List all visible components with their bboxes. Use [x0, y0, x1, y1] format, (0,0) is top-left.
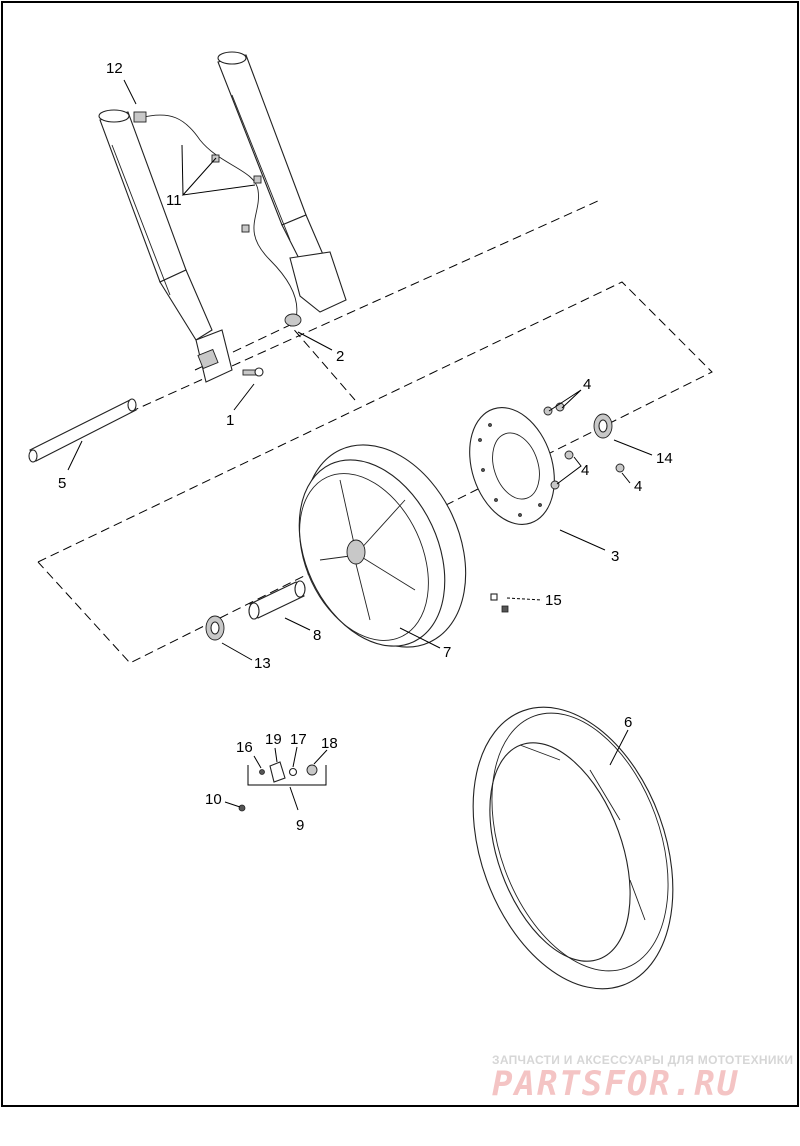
- leader-4b: [556, 456, 582, 485]
- leader-10: [224, 801, 241, 808]
- callout-19: 19: [265, 731, 282, 748]
- callout-15: 15: [545, 592, 562, 609]
- left-fork-leg: [98, 109, 233, 383]
- leader-9-bracket: [247, 765, 327, 786]
- leader-14: [613, 439, 653, 456]
- right-wheel-bearing: [593, 413, 613, 439]
- leader-4a: [548, 389, 582, 412]
- leader-13: [221, 642, 253, 661]
- axle-pinch-bolt: [242, 367, 264, 377]
- callout-3: 3: [611, 548, 619, 565]
- leader-17: [292, 746, 298, 768]
- disc-bolts: [543, 402, 625, 490]
- callout-11: 11: [166, 192, 182, 209]
- watermark-tagline: ЗАПЧАСТИ И АКСЕССУАРЫ ДЛЯ МОТОТЕХНИКИ: [492, 1053, 794, 1067]
- leader-19: [274, 747, 278, 763]
- brake-disc: [469, 407, 555, 525]
- callout-5: 5: [58, 475, 66, 492]
- leader-1: [233, 383, 255, 411]
- callout-7: 7: [443, 644, 451, 661]
- right-fork-leg: [217, 51, 347, 313]
- callout-6: 6: [624, 714, 632, 731]
- cast-wheel: [298, 444, 467, 648]
- left-wheel-bearing: [205, 615, 225, 641]
- callout-4b: 4: [581, 462, 589, 479]
- leader-6: [609, 729, 629, 766]
- leader-8: [284, 617, 311, 631]
- wheel-assembly-outline: [37, 281, 713, 664]
- leader-2: [297, 331, 333, 351]
- leader-4c: [621, 472, 631, 484]
- leader-12: [123, 79, 137, 105]
- callout-4c: 4: [634, 478, 642, 495]
- balance-weights: [490, 593, 509, 613]
- callout-4a: 4: [583, 376, 591, 393]
- leader-3: [559, 529, 606, 551]
- drawing-frame: [1, 1, 799, 1107]
- callout-14: 14: [656, 450, 673, 467]
- valve-kit: [238, 761, 318, 812]
- leader-16: [253, 755, 262, 769]
- front-tire: [472, 706, 674, 990]
- callout-17: 17: [290, 731, 307, 748]
- leader-7: [399, 627, 441, 649]
- leader-11: [181, 157, 256, 196]
- wheel-spacer: [248, 580, 306, 620]
- leader-15: [506, 597, 543, 601]
- callout-8: 8: [313, 627, 321, 644]
- callout-18: 18: [321, 735, 338, 752]
- watermark-logo: PARTSFOR.RU: [492, 1064, 740, 1104]
- callout-12: 12: [106, 60, 123, 77]
- callout-2: 2: [336, 348, 344, 365]
- leader-5: [67, 440, 83, 471]
- leader-18: [313, 749, 328, 765]
- leader-9: [289, 786, 299, 811]
- callout-9: 9: [296, 817, 304, 834]
- leader-11b: [181, 144, 184, 196]
- front-axle: [28, 398, 137, 463]
- callout-1: 1: [226, 412, 234, 429]
- callout-13: 13: [254, 655, 271, 672]
- callout-10: 10: [205, 791, 222, 808]
- callout-16: 16: [236, 739, 253, 756]
- wheel-speed-sensor: [284, 313, 302, 327]
